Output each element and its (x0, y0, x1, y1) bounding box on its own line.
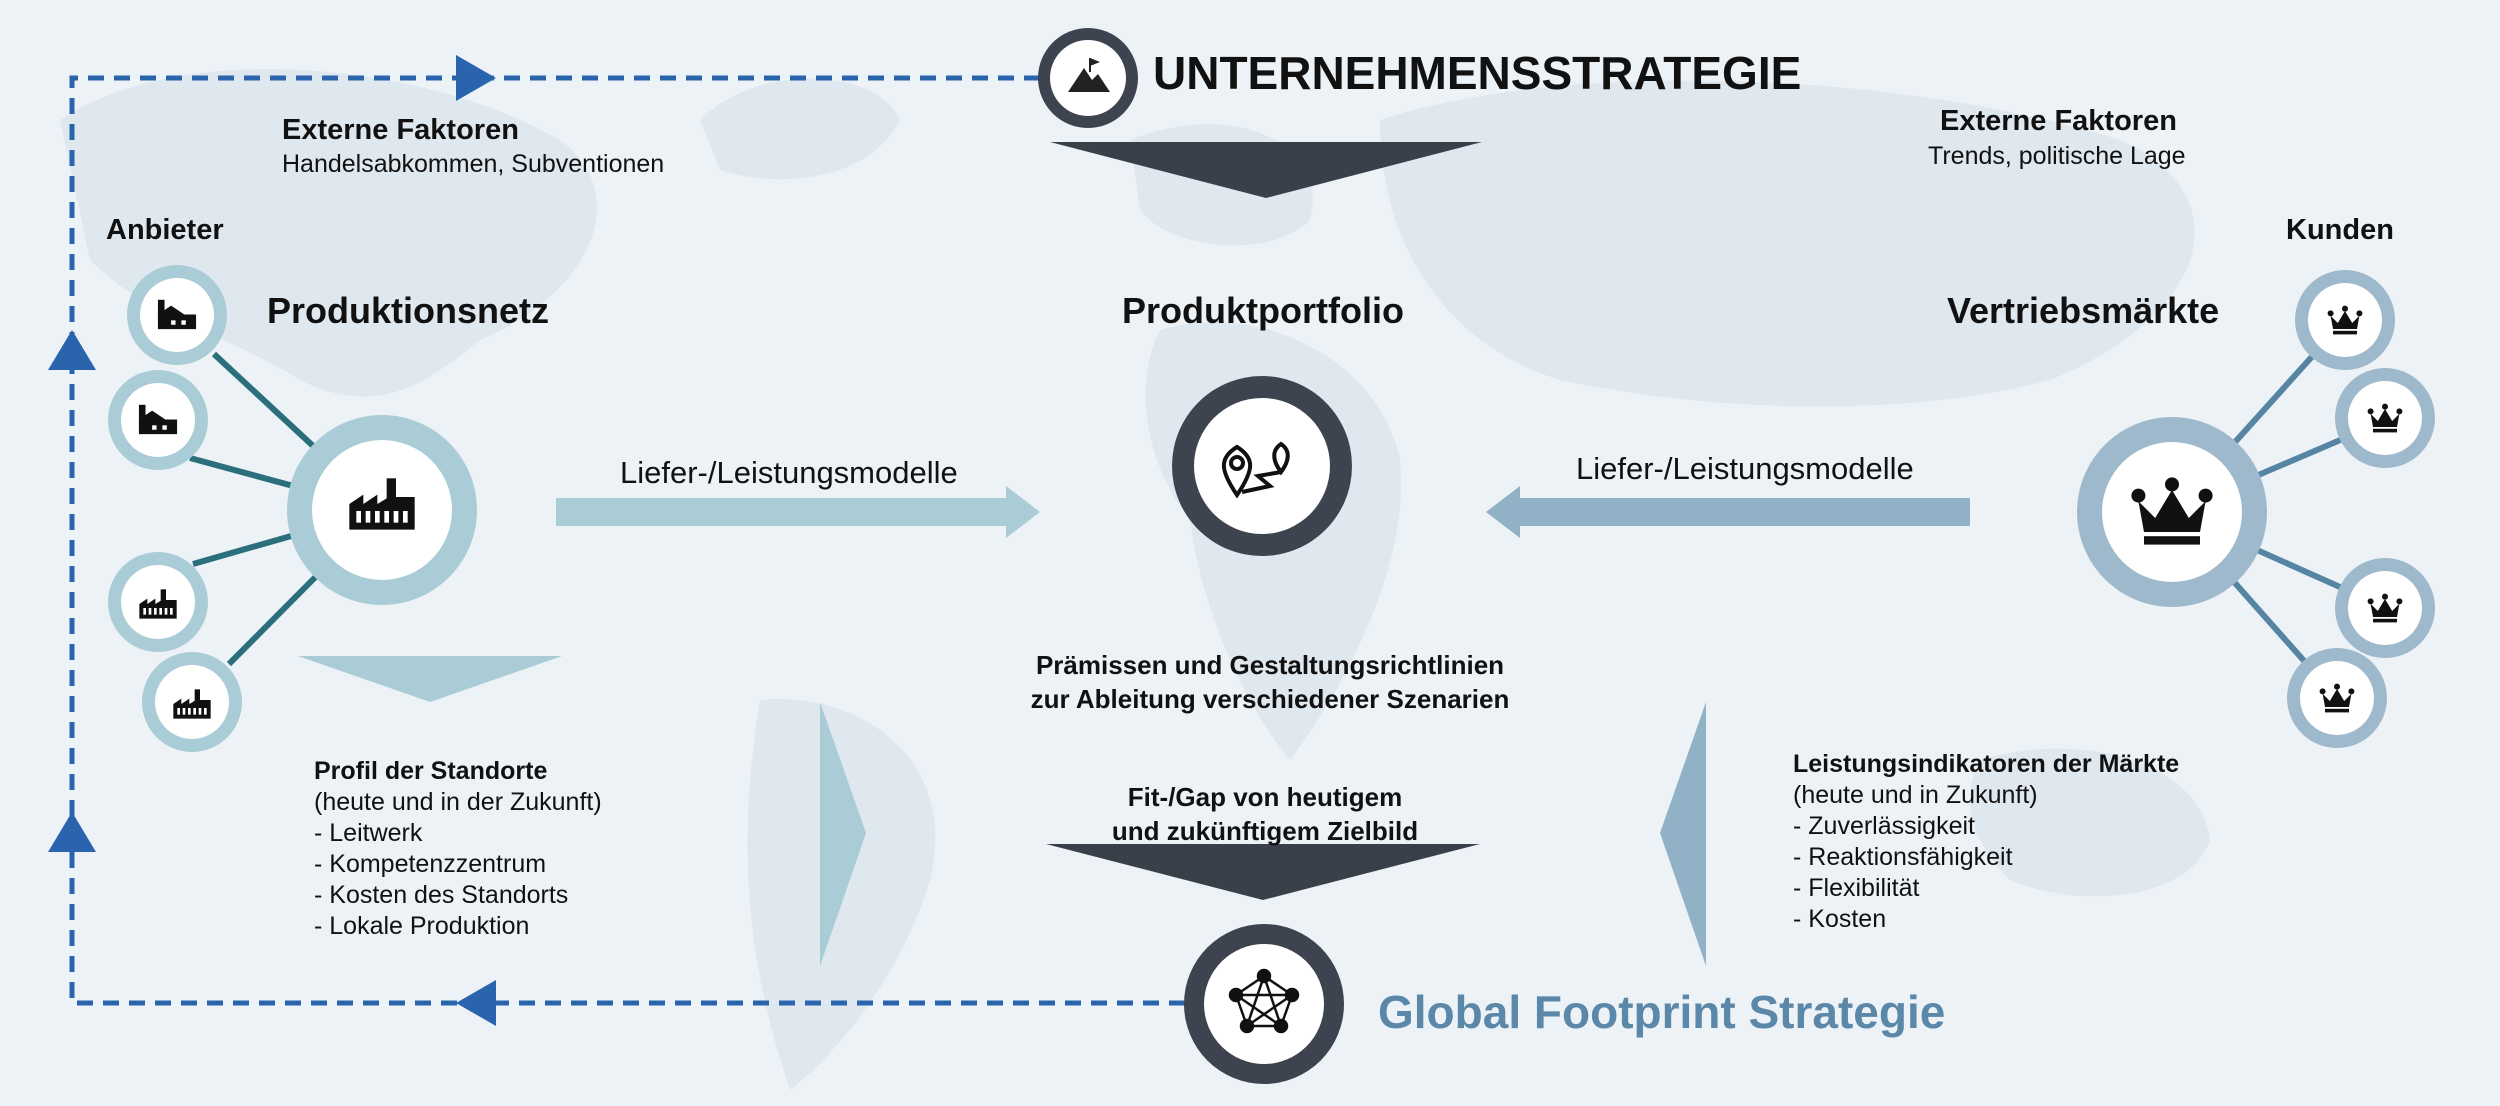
left-down-chevron (298, 656, 562, 702)
loop-arrow-up (48, 330, 96, 370)
market-kpi-title: Leistungsindikatoren der Märkte (1793, 750, 2180, 778)
product-portfolio-hub (1172, 376, 1352, 556)
production-network-title: Produktionsnetz (267, 290, 550, 331)
site-profile-subtitle: (heute und in der Zukunft) (314, 788, 602, 816)
delivery-arrow-left (556, 486, 1040, 538)
footprint-badge (1184, 924, 1344, 1084)
site-profile-item: - Kompetenzzentrum (314, 850, 547, 878)
site-profile-item: - Lokale Produktion (314, 912, 530, 940)
sales-markets-hub (2077, 270, 2435, 748)
site-profile-item: - Leitwerk (314, 819, 423, 847)
premises-line-2: zur Ableitung verschiedener Szenarien (1030, 684, 1510, 714)
market-kpi-item: - Kosten (1793, 905, 1887, 933)
right-wedge-arrow (1660, 702, 1706, 966)
delivery-models-right-label: Liefer-/Leistungsmodelle (1576, 451, 1914, 486)
site-profile-block: Profil der Standorte (heute und in der Z… (314, 756, 602, 942)
external-factors-left-subtitle: Handelsabkommen, Subventionen (282, 150, 665, 178)
map-pin-route-icon (1221, 441, 1290, 499)
network-icon (1228, 968, 1300, 1034)
production-network-hub (108, 265, 477, 752)
supplier-node-2 (108, 370, 208, 470)
site-profile-title: Profil der Standorte (314, 757, 548, 785)
suppliers-label: Anbieter (106, 214, 224, 246)
premises-line-1: Prämissen und Gestaltungsrichtlinien (1035, 650, 1505, 680)
external-factors-right-subtitle: Trends, politische Lage (1928, 142, 2186, 170)
fit-gap-line-2: und zukünftigem Zielbild (1111, 816, 1419, 846)
supplier-node-4 (142, 652, 242, 752)
left-wedge-arrow (820, 702, 866, 966)
market-kpi-subtitle: (heute und in Zukunft) (1793, 781, 2038, 809)
bottom-chevron (1046, 844, 1480, 900)
top-chevron (1050, 142, 1482, 198)
customer-node-3 (2335, 558, 2435, 658)
market-kpi-item: - Flexibilität (1793, 874, 1920, 902)
strategy-badge (1038, 28, 1138, 128)
fit-gap-line-1: Fit-/Gap von heutigem (1127, 782, 1403, 812)
customer-node-2 (2335, 368, 2435, 468)
delivery-arrow-right (1486, 486, 1970, 538)
global-footprint-title: Global Footprint Strategie (1378, 986, 1946, 1038)
site-profile-item: - Kosten des Standorts (314, 881, 569, 909)
supplier-node-3 (108, 552, 208, 652)
external-factors-right-title: Externe Faktoren (1940, 105, 2177, 137)
supplier-node-1 (127, 265, 227, 365)
market-kpi-block: Leistungsindikatoren der Märkte (heute u… (1793, 749, 2179, 935)
mountain-flag-icon (1068, 58, 1110, 92)
sales-markets-title: Vertriebsmärkte (1947, 290, 2220, 331)
external-factors-left-title: Externe Faktoren (282, 114, 519, 146)
customers-label: Kunden (2286, 214, 2394, 246)
premises-text: Prämissen und Gestaltungsrichtlinien zur… (980, 648, 1560, 716)
customer-node-1 (2295, 270, 2395, 370)
fit-gap-text: Fit-/Gap von heutigem und zukünftigem Zi… (1040, 780, 1490, 848)
delivery-models-left-label: Liefer-/Leistungsmodelle (620, 455, 958, 490)
loop-arrow-up-lower (48, 812, 96, 852)
feedback-loop (48, 55, 1185, 1026)
market-kpi-item: - Zuverlässigkeit (1793, 812, 1975, 840)
loop-arrow-right (456, 55, 496, 101)
product-portfolio-title: Produktportfolio (1122, 290, 1404, 331)
loop-arrow-left (456, 980, 496, 1026)
market-kpi-item: - Reaktionsfähigkeit (1793, 843, 2013, 871)
customer-node-4 (2287, 648, 2387, 748)
strategy-title: UNTERNEHMENSSTRATEGIE (1153, 47, 1802, 99)
